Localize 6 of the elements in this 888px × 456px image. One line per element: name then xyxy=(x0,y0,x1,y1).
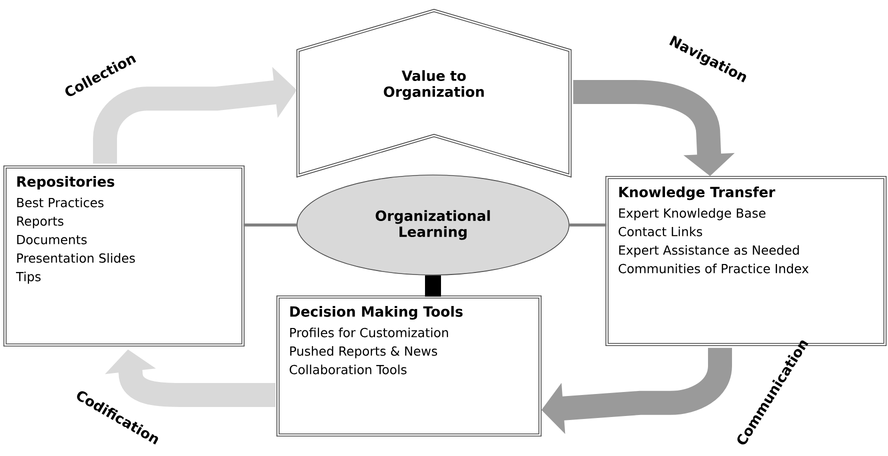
connector-line xyxy=(569,224,607,226)
ellipse-node: Organizational Learning xyxy=(296,174,570,276)
list-box: Repositories Best Practices Reports Documents Presentation Slides Tips xyxy=(3,165,245,347)
connector-line xyxy=(243,224,297,226)
list-box: Decision Making Tools Profiles for Customization Pushed Reports & News Collaboration Tools xyxy=(276,295,542,437)
connector-bar xyxy=(425,275,441,297)
